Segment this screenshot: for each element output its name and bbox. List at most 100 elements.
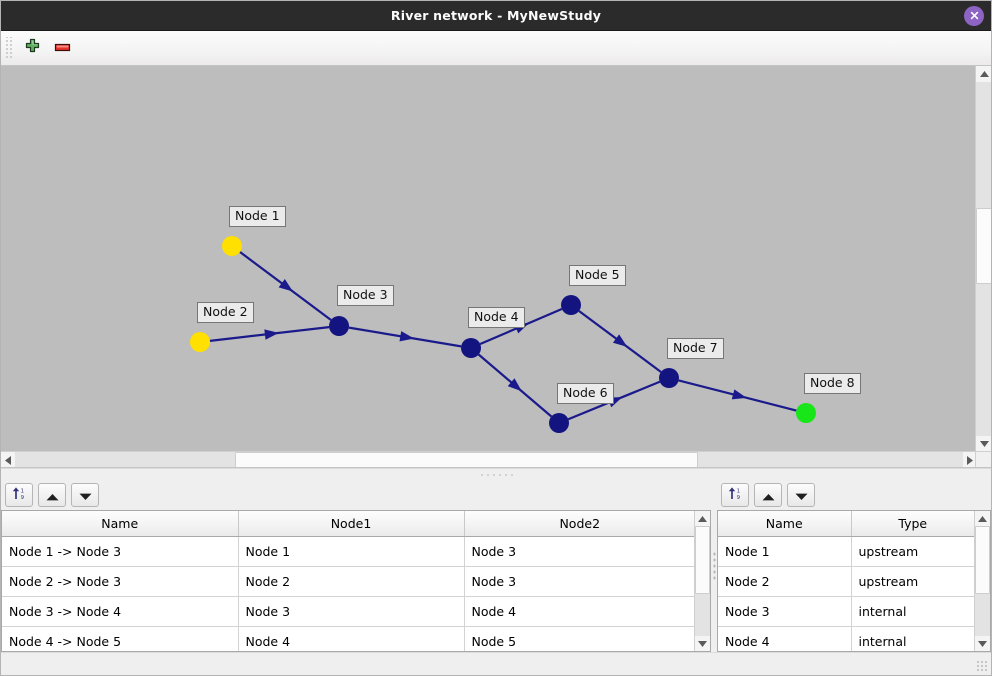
scroll-right-arrow[interactable]: [963, 452, 977, 467]
resize-grip-icon[interactable]: [976, 660, 988, 672]
table-cell[interactable]: Node 2: [238, 566, 465, 597]
table-cell[interactable]: Node 4: [238, 626, 465, 651]
nodes-vscroll-thumb[interactable]: [975, 526, 990, 594]
scroll-down-arrow[interactable]: [976, 436, 991, 452]
edge-arrow-icon: [278, 279, 293, 292]
diagram-vertical-scrollbar[interactable]: [975, 66, 991, 452]
graph-node-label-node-1[interactable]: Node 1: [229, 206, 286, 227]
triangle-up-icon: [46, 486, 59, 505]
diagram-horizontal-scrollbar[interactable]: [1, 451, 977, 467]
toolbar-drag-handle[interactable]: [5, 37, 13, 59]
edge-arrow-icon: [612, 334, 628, 347]
graph-node-node-7[interactable]: [659, 368, 679, 388]
nodes-toolbar: 1 9: [717, 480, 991, 510]
tables-area: 1 9: [1, 480, 991, 652]
graph-node-label-node-2[interactable]: Node 2: [197, 302, 254, 323]
nodes-sort-button[interactable]: 1 9: [721, 483, 749, 507]
table-cell[interactable]: upstream: [851, 536, 974, 567]
column-header-type[interactable]: Type: [851, 511, 974, 537]
table-cell[interactable]: internal: [851, 596, 974, 627]
table-cell[interactable]: Node 2: [718, 566, 852, 597]
graph-node-label-node-4[interactable]: Node 4: [468, 307, 525, 328]
reaches-vertical-scrollbar[interactable]: [694, 511, 710, 651]
network-diagram-canvas[interactable]: Node 1 Node 2 Node 3 Node 4 Node 5 Node 6 Node…: [1, 66, 977, 452]
svg-text:1: 1: [737, 488, 740, 494]
svg-text:1: 1: [21, 488, 24, 494]
diagram-vscroll-thumb[interactable]: [976, 208, 991, 284]
table-cell[interactable]: Node 3 -> Node 4: [2, 596, 239, 627]
delete-node-button[interactable]: [47, 34, 77, 62]
table-cell[interactable]: Node 3: [464, 536, 694, 567]
table-cell[interactable]: internal: [851, 626, 974, 651]
table-cell[interactable]: Node 3: [464, 566, 694, 597]
graph-node-label-node-5[interactable]: Node 5: [569, 265, 626, 286]
scroll-down-arrow[interactable]: [975, 636, 990, 651]
table-cell[interactable]: Node 1: [718, 536, 852, 567]
nodes-vertical-scrollbar[interactable]: [974, 511, 990, 651]
table-cell[interactable]: Node 3: [718, 596, 852, 627]
nodes-move-down-button[interactable]: [787, 483, 815, 507]
table-cell[interactable]: Node 4 -> Node 5: [2, 626, 239, 651]
table-cell[interactable]: Node 1 -> Node 3: [2, 536, 239, 567]
scroll-left-arrow[interactable]: [1, 452, 15, 467]
table-cell[interactable]: Node 4: [464, 596, 694, 627]
minus-red-icon: [54, 39, 71, 58]
column-header-name[interactable]: Name: [2, 511, 239, 537]
column-header-node1[interactable]: Node1: [238, 511, 465, 537]
nodes-pane: 1 9: [717, 480, 991, 652]
table-cell[interactable]: Node 5: [464, 626, 694, 651]
column-header-node2[interactable]: Node2: [464, 511, 694, 537]
graph-node-label-node-7[interactable]: Node 7: [667, 338, 724, 359]
scroll-up-arrow[interactable]: [976, 66, 991, 82]
window-titlebar: River network - MyNewStudy: [1, 1, 991, 31]
graph-node-node-1[interactable]: [222, 236, 242, 256]
reaches-move-up-button[interactable]: [38, 483, 66, 507]
table-cell[interactable]: Node 3: [238, 596, 465, 627]
diagram-hscroll-thumb[interactable]: [235, 452, 698, 467]
plus-green-icon: [24, 38, 41, 59]
triangle-up-icon: [762, 486, 775, 505]
table-cell[interactable]: Node 2 -> Node 3: [2, 566, 239, 597]
graph-node-label-node-3[interactable]: Node 3: [337, 285, 394, 306]
reaches-vscroll-thumb[interactable]: [695, 526, 710, 594]
graph-node-node-4[interactable]: [461, 338, 481, 358]
graph-node-node-8[interactable]: [796, 403, 816, 423]
reaches-toolbar: 1 9: [1, 480, 711, 510]
add-node-button[interactable]: [17, 34, 47, 62]
scroll-up-arrow[interactable]: [975, 511, 990, 526]
scroll-down-arrow[interactable]: [695, 636, 710, 651]
horizontal-splitter[interactable]: [1, 468, 991, 480]
graph-node-label-node-6[interactable]: Node 6: [557, 383, 614, 404]
vertical-splitter[interactable]: [711, 480, 717, 652]
graph-node-node-3[interactable]: [329, 316, 349, 336]
table-cell[interactable]: Node 4: [718, 626, 852, 651]
close-icon[interactable]: [964, 5, 984, 26]
graph-node-node-5[interactable]: [561, 295, 581, 315]
graph-node-node-2[interactable]: [190, 332, 210, 352]
graph-node-label-node-8[interactable]: Node 8: [804, 373, 861, 394]
reaches-move-down-button[interactable]: [71, 483, 99, 507]
table-cell[interactable]: upstream: [851, 566, 974, 597]
graph-node-node-6[interactable]: [549, 413, 569, 433]
table-cell[interactable]: Node 1: [238, 536, 465, 567]
edge-layer: [209, 251, 797, 421]
column-header-name[interactable]: Name: [718, 511, 852, 537]
reaches-sort-button[interactable]: 1 9: [5, 483, 33, 507]
scroll-up-arrow[interactable]: [695, 511, 710, 526]
nodes-move-up-button[interactable]: [754, 483, 782, 507]
main-toolbar: [1, 31, 991, 66]
